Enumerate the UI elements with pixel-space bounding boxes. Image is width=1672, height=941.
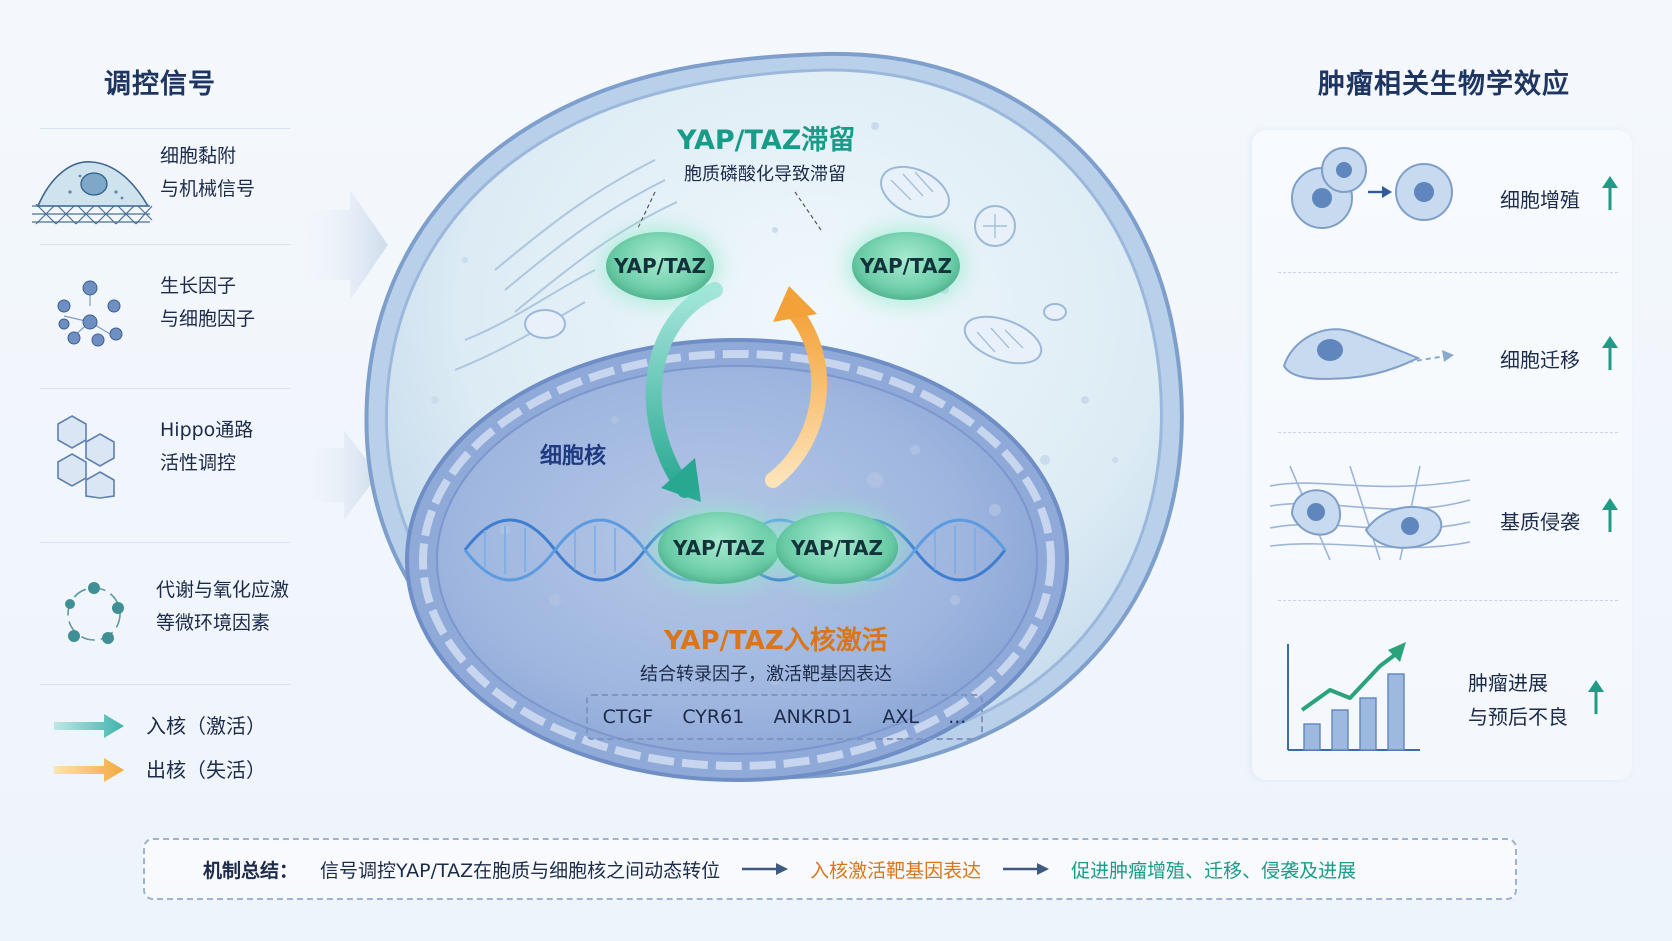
signal-item-metabolic: 代谢与氧化应激 等微环境因素 — [30, 578, 320, 678]
summary-label: 机制总结： — [203, 859, 299, 882]
rising-bar-chart-icon — [1287, 642, 1420, 751]
legend-import-arrow-icon — [54, 714, 124, 738]
hexagon-cluster-icon — [57, 415, 115, 499]
legend: 入核（激活） 出核（失活） — [54, 706, 314, 786]
signal-item-line2: 与细胞因子 — [160, 308, 256, 330]
up-arrow-icon — [1602, 498, 1618, 532]
retention-title: YAP/TAZ滞留 — [677, 125, 856, 156]
signal-item-adhesion: 细胞黏附 与机械信号 — [30, 140, 310, 240]
gene-item: ... — [948, 706, 967, 728]
yap-taz-cytoplasm-right: YAP/TAZ — [852, 232, 960, 300]
gene-item: CYR61 — [682, 706, 745, 728]
gene-item: ANKRD1 — [773, 706, 854, 728]
yap-taz-cytoplasm-left: YAP/TAZ — [606, 232, 714, 300]
signal-item-line2: 等微环境因素 — [156, 612, 271, 634]
signal-item-line1: 细胞黏附 — [160, 145, 237, 167]
up-arrow-icon — [1588, 680, 1604, 714]
effect-progression-line1: 肿瘤进展 — [1468, 671, 1548, 695]
legend-export-arrow-icon — [54, 758, 124, 782]
yap-taz-nuclear-left: YAP/TAZ — [658, 512, 780, 584]
signal-item-line1: 代谢与氧化应激 — [156, 579, 290, 601]
growth-factor-dots-icon — [57, 280, 123, 347]
input-arrow-icon — [300, 430, 378, 520]
arrow-right-icon — [742, 863, 789, 875]
up-arrow-icon — [1602, 176, 1618, 210]
target-genes-box: CTGF CYR61 ANKRD1 AXL ... — [586, 694, 983, 740]
effects-panel — [1252, 130, 1632, 780]
summary-step1: 信号调控YAP/TAZ在胞质与细胞核之间动态转位 — [320, 859, 721, 882]
activation-subtitle: 结合转录因子，激活靶基因表达 — [640, 664, 892, 685]
left-panel-title: 调控信号 — [104, 69, 216, 100]
cell-proliferation-icon — [1291, 147, 1453, 229]
retention-subtitle: 胞质磷酸化导致滞留 — [684, 164, 846, 185]
legend-export-label: 出核（失活） — [146, 758, 266, 782]
metabolic-cycle-icon — [65, 582, 124, 644]
legend-import-label: 入核（激活） — [146, 714, 266, 738]
up-arrow-icon — [1602, 336, 1618, 370]
signal-item-line2: 活性调控 — [160, 452, 237, 474]
signal-item-line2: 与机械信号 — [160, 178, 256, 200]
mechanism-summary: 机制总结： 信号调控YAP/TAZ在胞质与细胞核之间动态转位 入核激活靶基因表达… — [143, 838, 1517, 900]
input-arrow-icon — [300, 190, 388, 300]
nucleus-label: 细胞核 — [540, 444, 607, 469]
matrix-invasion-icon — [1270, 466, 1470, 560]
summary-step2: 入核激活靶基因表达 — [810, 859, 982, 882]
signal-item-hippo: Hippo通路 活性调控 — [30, 414, 310, 514]
activation-title: YAP/TAZ入核激活 — [664, 626, 888, 656]
yap-taz-nuclear-right: YAP/TAZ — [776, 512, 898, 584]
gene-item: CTGF — [602, 706, 654, 728]
cell-migration-icon — [1282, 328, 1454, 380]
effect-progression-label: 肿瘤进展 与预后不良 — [1468, 666, 1568, 734]
effect-invasion-label: 基质侵袭 — [1500, 510, 1580, 534]
gene-item: AXL — [882, 706, 919, 728]
right-panel-title: 肿瘤相关生物学效应 — [1318, 69, 1570, 100]
signal-item-line1: 生长因子 — [160, 275, 237, 297]
arrow-right-icon — [1003, 863, 1050, 875]
signal-item-growth-factor: 生长因子 与细胞因子 — [30, 270, 310, 370]
summary-step3: 促进肿瘤增殖、迁移、侵袭及进展 — [1071, 859, 1357, 882]
effect-progression-line2: 与预后不良 — [1468, 705, 1568, 729]
signal-item-line1: Hippo通路 — [160, 419, 254, 441]
effect-proliferation-label: 细胞增殖 — [1500, 188, 1580, 212]
effect-migration-label: 细胞迁移 — [1500, 348, 1580, 372]
cell-adhesion-icon — [32, 161, 153, 225]
